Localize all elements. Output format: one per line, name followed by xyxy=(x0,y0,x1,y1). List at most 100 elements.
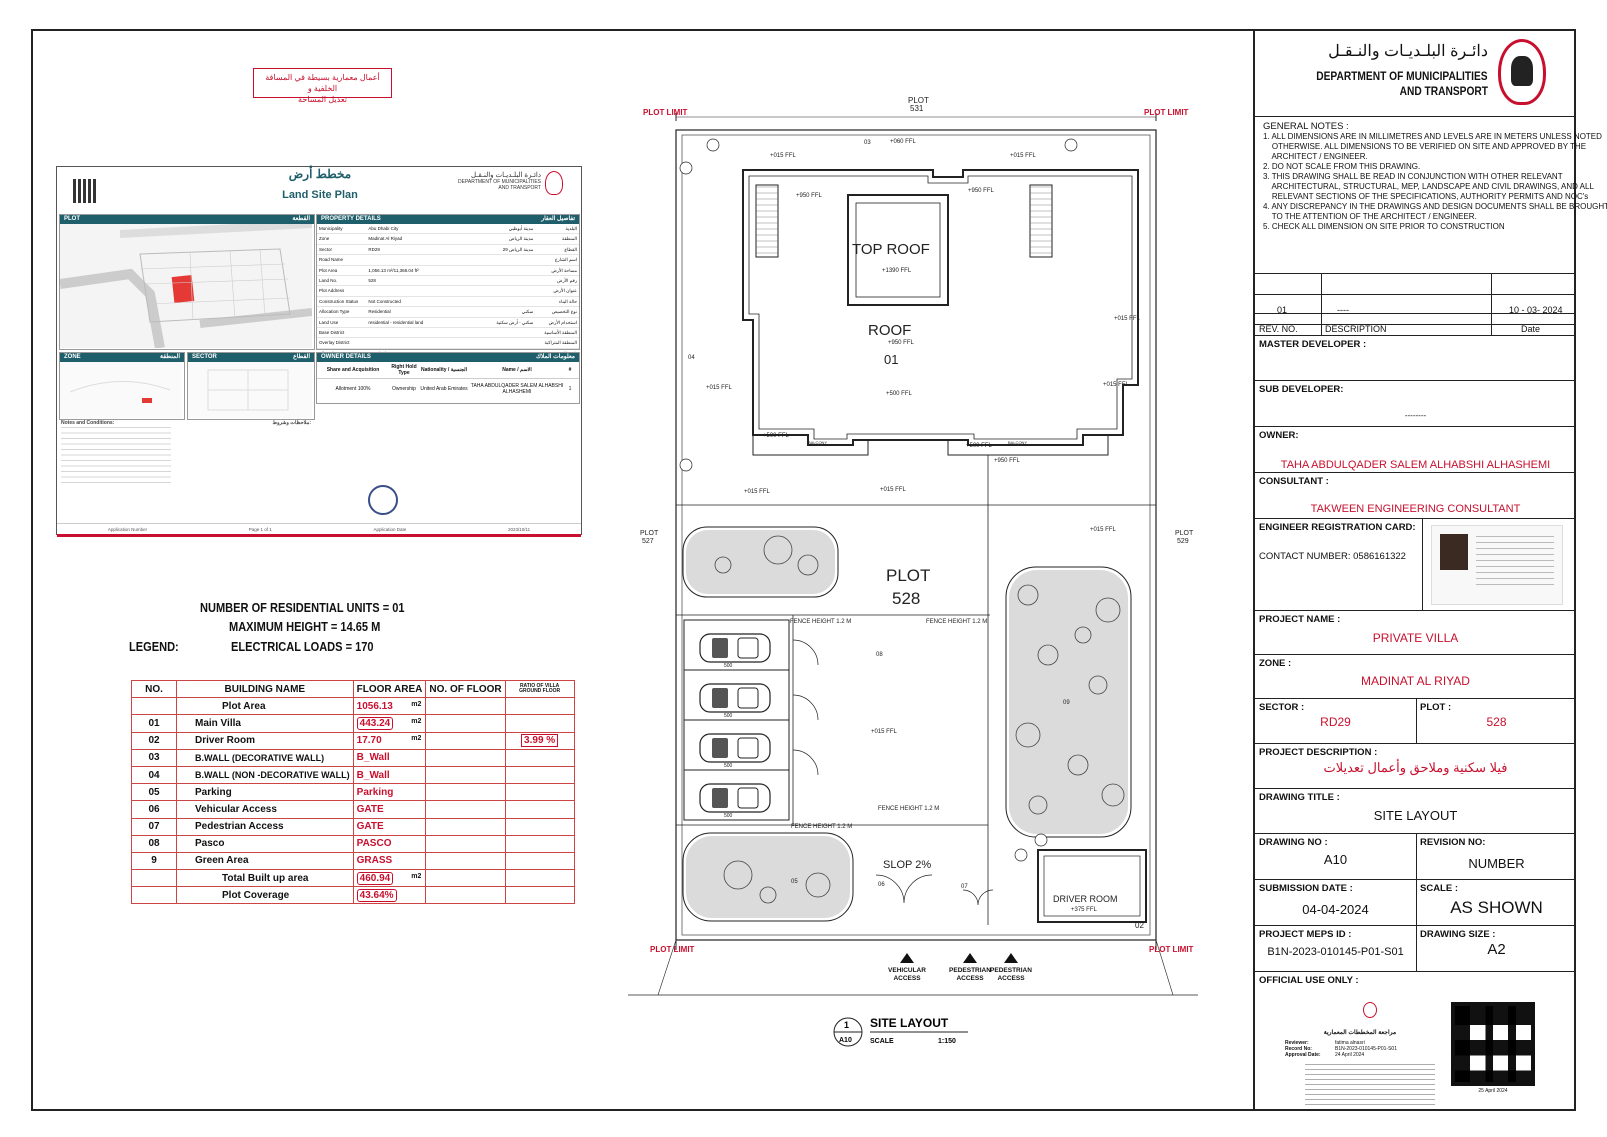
property-label-en: Land Use xyxy=(319,319,339,325)
project-name: PROJECT NAME : PRIVATE VILLA xyxy=(1255,610,1576,654)
building-no: 07 xyxy=(131,817,177,836)
building-no xyxy=(131,886,177,905)
project-name-value: PRIVATE VILLA xyxy=(1372,631,1459,645)
property-header: PROPERTY DETAILS تفاصيل العقار xyxy=(317,215,579,224)
building-floors xyxy=(425,748,506,767)
property-value-ar xyxy=(475,286,536,295)
drawing-title-value: SITE LAYOUT xyxy=(1373,808,1458,823)
planter-bottom-left xyxy=(682,832,854,922)
land-plan-dept-ar: دائـرة البلـديـات والنـقـل xyxy=(471,172,541,179)
car-icon xyxy=(699,783,771,813)
building-name: B.WALL (DECORATIVE WALL) xyxy=(176,748,354,767)
property-header-en: PROPERTY DETAILS xyxy=(321,216,381,222)
footer-app-number: Application Number xyxy=(107,526,148,532)
master-developer: MASTER DEVELOPER : xyxy=(1255,335,1576,380)
owner-share: Allotment 100% xyxy=(335,386,371,392)
property-label-en: Plot Address xyxy=(319,288,345,294)
building-ratio: 3.99 % xyxy=(521,734,559,748)
owner-header-en: OWNER DETAILS xyxy=(321,354,371,360)
level-17: +015 FFL xyxy=(1090,527,1117,533)
col-no: NO. xyxy=(131,679,177,699)
building-area: 1056.13 xyxy=(356,700,393,712)
property-value-ar: مدينة الرياض xyxy=(509,236,534,242)
plot-center-label: PLOT xyxy=(886,566,930,585)
owner-col-type: Right Hold Type xyxy=(391,364,417,376)
rev-date-label: Date xyxy=(1521,324,1541,334)
pedestrian-access-arrow-2 xyxy=(1004,953,1018,963)
engineer-card-label: ENGINEER REGISTRATION CARD: xyxy=(1259,522,1416,533)
building-floors xyxy=(425,731,506,750)
plot-limit-bottom-left: PLOT LIMIT xyxy=(650,945,695,954)
engineer-card-image xyxy=(1431,525,1563,605)
view-scale-label: SCALE xyxy=(870,1038,894,1045)
rev-no-label: REV. NO. xyxy=(1259,324,1298,334)
view-scale-value: 1:150 xyxy=(938,1038,956,1045)
land-plan-sector-panel: SECTOR القطاع xyxy=(187,352,315,420)
building-area-unit: m2 xyxy=(411,872,422,880)
building-floors xyxy=(425,800,506,819)
building-area-unit: m2 xyxy=(411,717,422,725)
drawing-no-revision: DRAWING NO : A10 REVISION NO: NUMBER xyxy=(1255,833,1576,880)
plot-left-label: PLOT xyxy=(640,530,659,537)
property-value-ar xyxy=(475,276,536,285)
tree-icon xyxy=(759,886,777,904)
land-plan-plot-panel: PLOT القطعة xyxy=(59,214,315,350)
building-name: Pedestrian Access xyxy=(176,817,354,836)
building-floors xyxy=(425,886,506,905)
building-area-cell: Parking xyxy=(352,783,427,802)
driver-room-level: +375 FFL xyxy=(1071,907,1098,913)
tree-icon xyxy=(1088,675,1108,695)
size-value: A2 xyxy=(1487,941,1506,958)
revision-note-line-2: تعديل المساحة xyxy=(298,95,347,104)
building-area-cell: GATE xyxy=(352,800,427,819)
property-label-ar: المنطقة المتراكبة xyxy=(544,340,577,346)
fence-label-4: FENCE HEIGHT 1.2 M xyxy=(791,824,852,830)
property-value-ar xyxy=(475,266,536,275)
building-table: NO. BUILDING NAME FLOOR AREA NO. OF FLOO… xyxy=(131,679,575,905)
driver-room-label: DRIVER ROOM xyxy=(1053,894,1118,904)
zone-map xyxy=(60,362,182,418)
owner-row: Allotment 100% Ownership United Arab Emi… xyxy=(317,379,579,399)
revision-value: NUMBER xyxy=(1468,856,1525,871)
building-floors xyxy=(425,783,506,802)
property-label-ar: اسم الشارع xyxy=(554,257,577,263)
building-area: GATE xyxy=(356,803,384,815)
plot-panel-header-ar: القطعة xyxy=(292,216,310,222)
max-height-line: MAXIMUM HEIGHT = 14.65 M xyxy=(229,619,381,634)
land-plan-footer: Application Number Page 1 of 1 Applicati… xyxy=(57,523,581,534)
tree-icon xyxy=(1015,722,1041,748)
zone-value: MADINAT AL RIYAD xyxy=(1361,674,1470,688)
submission-label: SUBMISSION DATE : xyxy=(1259,883,1353,894)
stamp-row-label: Approval Date: xyxy=(1285,1052,1321,1058)
building-name: Parking xyxy=(176,783,354,802)
building-ratio-cell xyxy=(504,869,575,888)
owner: OWNER: TAHA ABDULQADER SALEM ALHABSHI AL… xyxy=(1255,426,1576,472)
tree-icon xyxy=(1101,783,1125,807)
footer-app-date: Application Date xyxy=(373,526,407,532)
general-note-line: 4. ANY DISCREPANCY IN THE DRAWINGS AND D… xyxy=(1263,202,1607,211)
building-area: GATE xyxy=(356,821,384,833)
notes-title-en: Notes and Conditions: xyxy=(61,420,115,426)
vehicular-access-label-1: VEHICULAR xyxy=(888,967,926,974)
col-floor-area: FLOOR AREA xyxy=(352,679,427,699)
plot-limit-top-right: PLOT LIMIT xyxy=(1144,108,1189,117)
building-area-unit: m2 xyxy=(411,735,422,743)
building-name: Main Villa xyxy=(176,714,354,733)
general-notes: GENERAL NOTES : 1. ALL DIMENSIONS ARE IN… xyxy=(1255,116,1607,273)
building-no: 06 xyxy=(131,800,177,819)
dept-header: دائـرة البلـديـات والنـقـل DEPARTMENT OF… xyxy=(1255,29,1576,116)
building-floors xyxy=(425,714,506,733)
land-plan-title-en: Land Site Plan xyxy=(282,189,358,201)
meps-value: B1N-2023-010145-P01-S01 xyxy=(1267,946,1404,958)
tag-03: 03 xyxy=(864,140,871,146)
drawing-frame xyxy=(31,29,1576,1111)
